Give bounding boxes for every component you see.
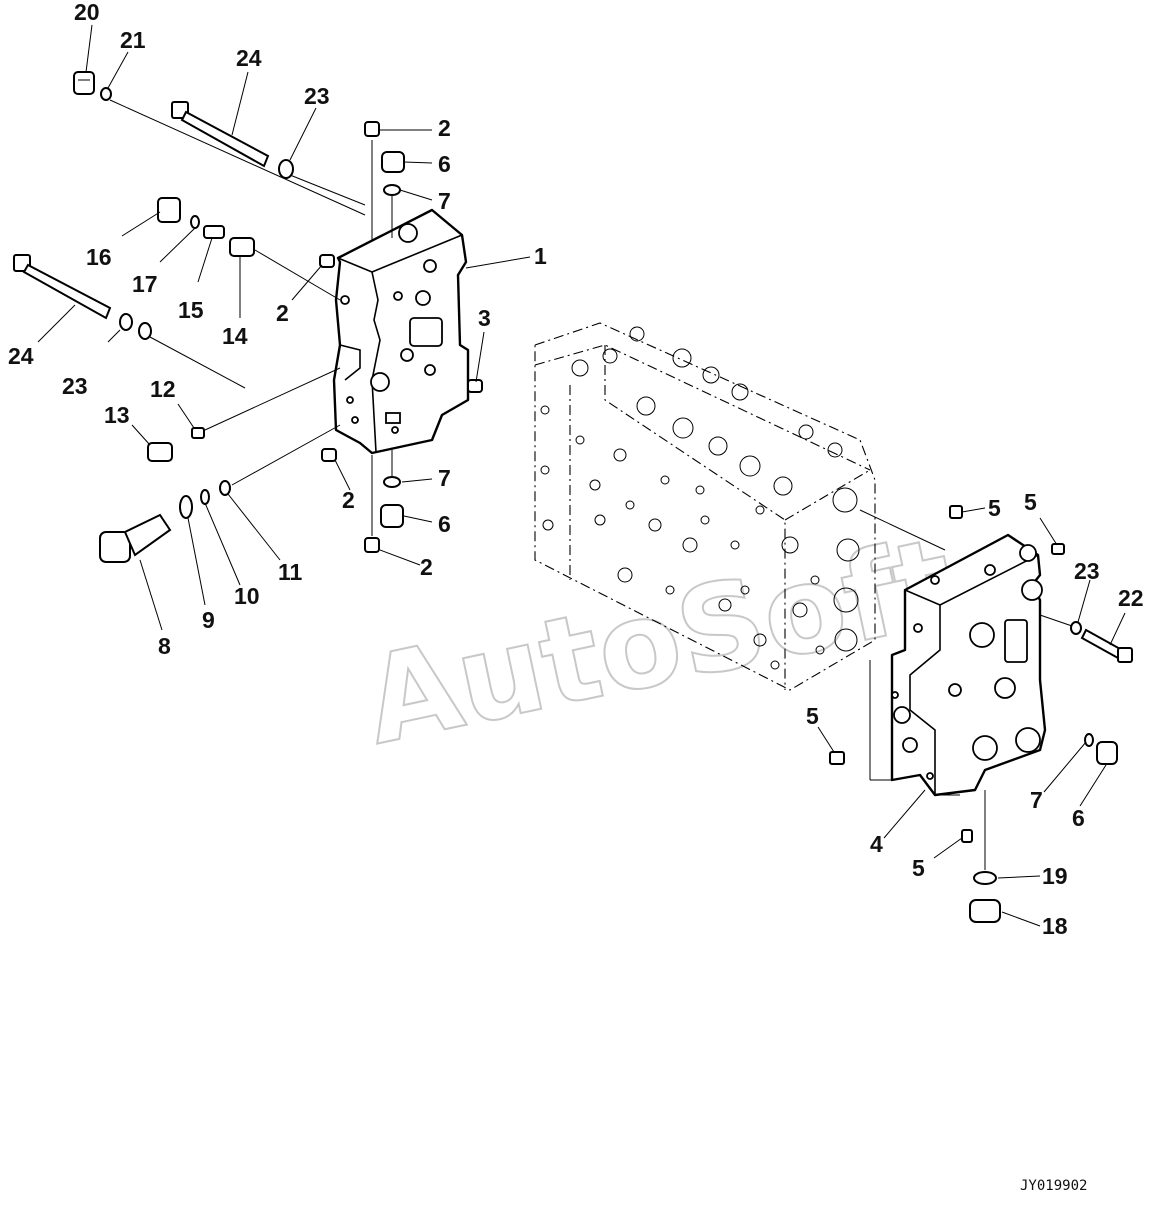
- part-7-o-ring-c: [1084, 733, 1094, 747]
- part-5-bolt-a: [949, 505, 963, 519]
- callout-labels: 20 21 24 23 2 6 7 1 16 17 15 14 2 24 23 …: [8, 0, 1144, 939]
- callout-6-c: 6: [1072, 805, 1085, 831]
- part-16-plug: [157, 197, 181, 223]
- callout-6-a: 6: [438, 151, 451, 177]
- part-6-plug-b: [380, 504, 404, 528]
- callout-14: 14: [222, 323, 248, 349]
- right-end-section: [890, 533, 1047, 797]
- left-valve-section: [332, 208, 470, 455]
- part-15-spring: [203, 225, 225, 239]
- part-10-backup-ring: [200, 489, 210, 505]
- part-2-plug-a: [364, 121, 380, 137]
- callout-23-right: 23: [1074, 558, 1100, 584]
- callout-5-d: 5: [912, 855, 925, 881]
- part-2-plug-c: [321, 448, 337, 462]
- part-24-bolt-lower: [13, 254, 112, 320]
- part-6-plug-a: [381, 151, 405, 173]
- part-20-plug: [73, 71, 95, 95]
- callout-1: 1: [534, 243, 547, 269]
- part-22-bolt: [1080, 628, 1133, 663]
- part-23-washer-lower: [119, 313, 133, 331]
- part-5-bolt-b: [1051, 543, 1065, 555]
- part-3-plug: [467, 379, 483, 393]
- callout-22: 22: [1118, 585, 1144, 611]
- callout-13: 13: [104, 402, 130, 428]
- part-6-plug-c: [1096, 741, 1118, 765]
- callout-7-c: 7: [1030, 787, 1043, 813]
- callout-2-a: 2: [438, 115, 451, 141]
- part-2-plug-b: [319, 254, 335, 268]
- callout-6-b: 6: [438, 511, 451, 537]
- part-18-plug: [969, 899, 1001, 923]
- callout-7-b: 7: [438, 465, 451, 491]
- part-5-bolt-c: [829, 751, 845, 765]
- callout-21: 21: [120, 27, 146, 53]
- callout-2-d: 2: [420, 554, 433, 580]
- part-2-plug-d: [364, 537, 380, 553]
- callout-18: 18: [1042, 913, 1068, 939]
- part-12-o-ring: [191, 427, 205, 439]
- callout-12: 12: [150, 376, 176, 402]
- part-23-washer-right: [1070, 621, 1082, 635]
- callout-24-lower: 24: [8, 343, 34, 369]
- part-21-o-ring: [100, 87, 112, 101]
- callout-4: 4: [870, 831, 883, 857]
- callout-2-c: 2: [342, 487, 355, 513]
- callout-19: 19: [1042, 863, 1068, 889]
- main-valve-block: [534, 322, 876, 691]
- part-13-plug: [147, 442, 173, 462]
- part-23-washer-lower-b: [138, 322, 152, 340]
- part-11-o-ring: [219, 480, 231, 496]
- callout-7-a: 7: [438, 188, 451, 214]
- part-5-bolt-d: [961, 829, 973, 843]
- callout-11: 11: [278, 559, 303, 585]
- part-24-bolt-upper: [171, 101, 270, 168]
- part-7-o-ring-b: [383, 476, 401, 488]
- callout-23-upper: 23: [304, 83, 330, 109]
- part-14-valve: [229, 237, 255, 257]
- watermark: AutoSoft: [354, 512, 966, 772]
- part-7-o-ring-a: [383, 184, 401, 196]
- callout-20: 20: [74, 0, 100, 25]
- part-9-o-ring: [179, 495, 193, 519]
- part-19-o-ring: [973, 871, 997, 885]
- callout-5-b: 5: [1024, 489, 1037, 515]
- callout-17: 17: [132, 271, 158, 297]
- assembly-lines: [109, 99, 1073, 870]
- callout-24-upper: 24: [236, 45, 262, 71]
- callout-23-lower: 23: [62, 373, 88, 399]
- callout-15: 15: [178, 297, 204, 323]
- callout-10: 10: [234, 583, 260, 609]
- callout-9: 9: [202, 607, 215, 633]
- part-23-washer-upper: [278, 159, 294, 179]
- part-17-o-ring: [190, 215, 200, 229]
- drawing-code: JY019902: [1020, 1178, 1087, 1194]
- callout-5-a: 5: [988, 495, 1001, 521]
- callout-8: 8: [158, 633, 171, 659]
- callout-2-b: 2: [276, 300, 289, 326]
- callout-5-c: 5: [806, 703, 819, 729]
- callout-16: 16: [86, 244, 112, 270]
- part-8-solenoid-valve: [99, 513, 172, 563]
- leader-lines: [37, 24, 1126, 927]
- callout-3: 3: [478, 305, 491, 331]
